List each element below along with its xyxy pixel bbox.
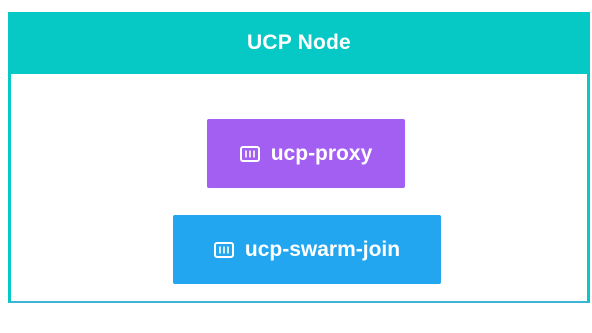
node-header: UCP Node — [11, 12, 587, 74]
node-title: UCP Node — [247, 31, 351, 54]
container-label: ucp-swarm-join — [244, 237, 401, 261]
container-icon — [213, 241, 234, 258]
ucp-swarm-join-container: ucp-swarm-join — [173, 215, 441, 284]
container-label: ucp-proxy — [270, 141, 373, 165]
ucp-proxy-container: ucp-proxy — [207, 119, 405, 188]
ucp-node-box: UCP Node ucp-proxy ucp-swarm-join — [8, 12, 590, 303]
container-icon — [239, 145, 260, 162]
